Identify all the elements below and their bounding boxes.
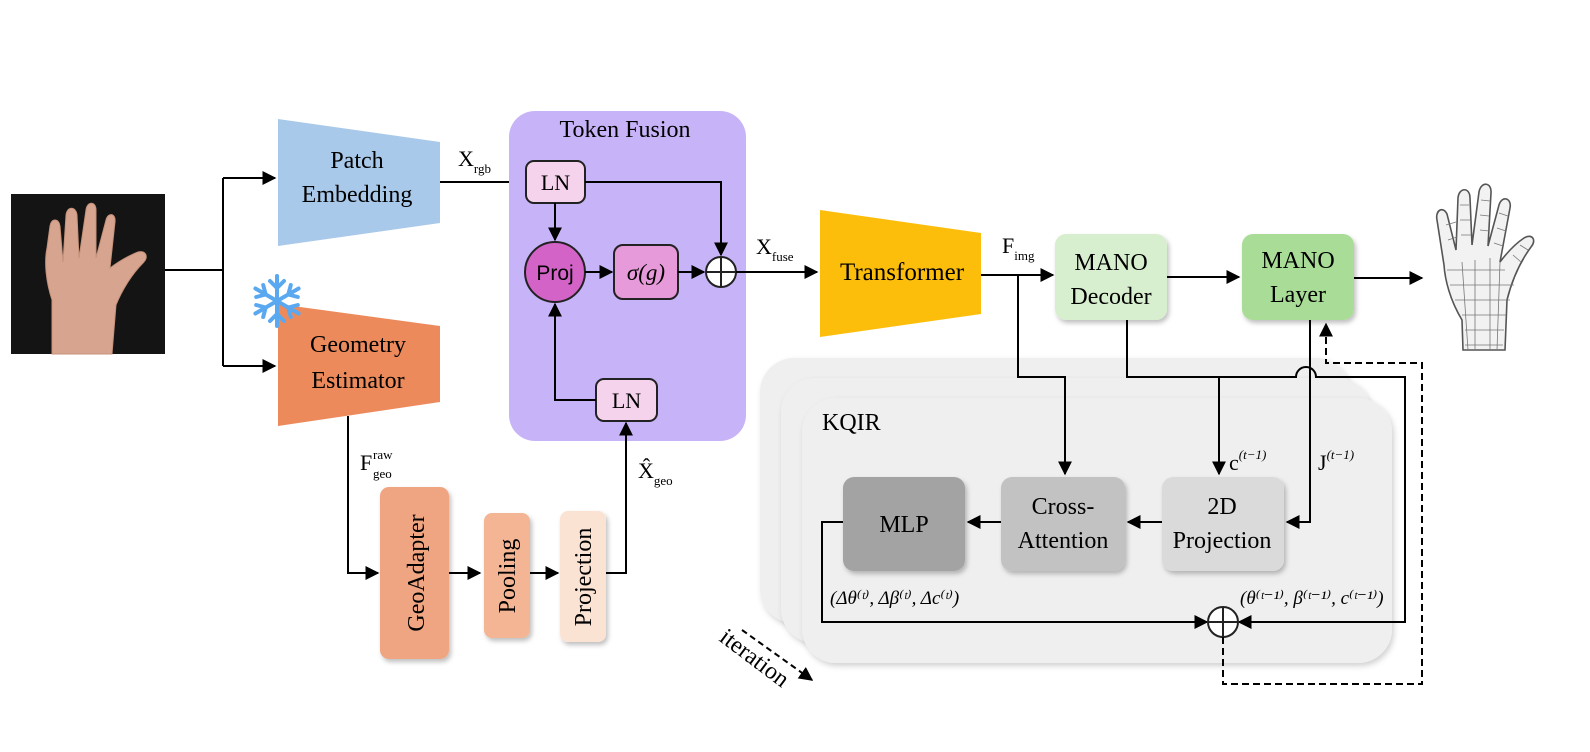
svg-text:c(t−1): c(t−1) bbox=[1229, 447, 1266, 475]
svg-text:Fimg: Fimg bbox=[1002, 233, 1035, 263]
iteration-feedback-dashed bbox=[1222, 322, 1423, 685]
svg-text:Xfuse: Xfuse bbox=[756, 234, 794, 264]
token-fusion-block: Token Fusion LN Proj σ(g) LN bbox=[509, 111, 746, 441]
j-prev-label: J(t−1) bbox=[1318, 447, 1354, 475]
output-hand-mesh bbox=[1435, 183, 1535, 351]
geometry-estimator-block: Geometry Estimator bbox=[278, 304, 440, 426]
snowflake-icon bbox=[253, 274, 301, 328]
svg-text:Cross-: Cross- bbox=[1032, 494, 1095, 520]
svg-text:MANO: MANO bbox=[1074, 250, 1147, 276]
svg-text:2D: 2D bbox=[1207, 494, 1236, 520]
x-fuse-label: Xfuse bbox=[756, 234, 794, 264]
geo-estimator-to-adapter-arrow bbox=[347, 416, 380, 580]
svg-text:Layer: Layer bbox=[1270, 282, 1326, 308]
prev-params-label: (θ⁽ᵗ⁻¹⁾, β⁽ᵗ⁻¹⁾, c⁽ᵗ⁻¹⁾) bbox=[1240, 588, 1384, 609]
input-hand-image bbox=[11, 194, 165, 355]
svg-text:X̂geo: X̂geo bbox=[638, 458, 673, 488]
svg-text:MLP: MLP bbox=[879, 512, 928, 538]
svg-text:Projection: Projection bbox=[1173, 528, 1272, 554]
ln-top-label: LN bbox=[541, 170, 570, 195]
delta-params-label: (Δθ⁽ᵗ⁾, Δβ⁽ᵗ⁾, Δc⁽ᵗ⁾) bbox=[830, 588, 959, 609]
patch-embedding-block: Patch Embedding bbox=[278, 119, 440, 246]
geoadapter-block: GeoAdapter bbox=[380, 487, 449, 659]
svg-text:Decoder: Decoder bbox=[1070, 284, 1151, 310]
svg-text:Pooling: Pooling bbox=[495, 539, 521, 614]
svg-text:geo: geo bbox=[373, 466, 392, 481]
geometry-estimator-label-1: Geometry bbox=[310, 332, 406, 358]
mano-layer-block: MANO Layer bbox=[1242, 234, 1354, 320]
ln-bottom-label: LN bbox=[612, 388, 641, 413]
svg-text:J(t−1): J(t−1) bbox=[1318, 447, 1354, 475]
svg-text:Projection: Projection bbox=[571, 528, 597, 627]
f-img-label: Fimg bbox=[1002, 233, 1035, 263]
x-geo-hat-label: X̂geo bbox=[638, 458, 673, 488]
feature-routing-lines bbox=[1017, 275, 1406, 629]
token-fusion-arrows bbox=[548, 181, 728, 401]
mano-decoder-block: MANO Decoder bbox=[1055, 234, 1167, 320]
svg-text:Attention: Attention bbox=[1018, 528, 1109, 554]
proj-label: Proj bbox=[536, 262, 573, 285]
projection-to-ln-arrow bbox=[606, 421, 633, 574]
sigma-label: σ(g) bbox=[627, 260, 665, 285]
transformer-block: Transformer bbox=[820, 210, 981, 337]
geometry-estimator-label-2: Estimator bbox=[311, 368, 404, 394]
patch-embedding-label-1: Patch bbox=[330, 148, 383, 174]
projection-2d-block: 2D Projection bbox=[1162, 477, 1284, 571]
svg-text:MANO: MANO bbox=[1261, 248, 1334, 274]
svg-text:Transformer: Transformer bbox=[840, 259, 965, 286]
patch-embedding-label-2: Embedding bbox=[302, 182, 413, 208]
projection-block: Projection bbox=[560, 511, 606, 642]
svg-text:GeoAdapter: GeoAdapter bbox=[404, 514, 430, 631]
kqir-title: KQIR bbox=[822, 410, 881, 436]
svg-text:raw: raw bbox=[373, 447, 393, 462]
add-circle-token-fusion bbox=[705, 256, 737, 288]
token-fusion-title: Token Fusion bbox=[560, 117, 691, 143]
svg-text:F: F bbox=[360, 450, 372, 475]
x-rgb-label: Xrgb bbox=[458, 146, 491, 176]
add-circle-kqir bbox=[1207, 606, 1239, 638]
input-branch-arrows bbox=[165, 171, 277, 373]
f-geo-raw-label: F raw geo bbox=[360, 447, 393, 481]
mlp-block: MLP bbox=[843, 477, 965, 571]
c-prev-label: c(t−1) bbox=[1229, 447, 1266, 475]
cross-attention-block: Cross- Attention bbox=[1001, 477, 1125, 571]
svg-text:Xrgb: Xrgb bbox=[458, 146, 491, 176]
kqir-internal-arrows bbox=[821, 515, 1209, 629]
pooling-block: Pooling bbox=[484, 513, 530, 638]
svg-text:iteration: iteration bbox=[714, 624, 794, 693]
